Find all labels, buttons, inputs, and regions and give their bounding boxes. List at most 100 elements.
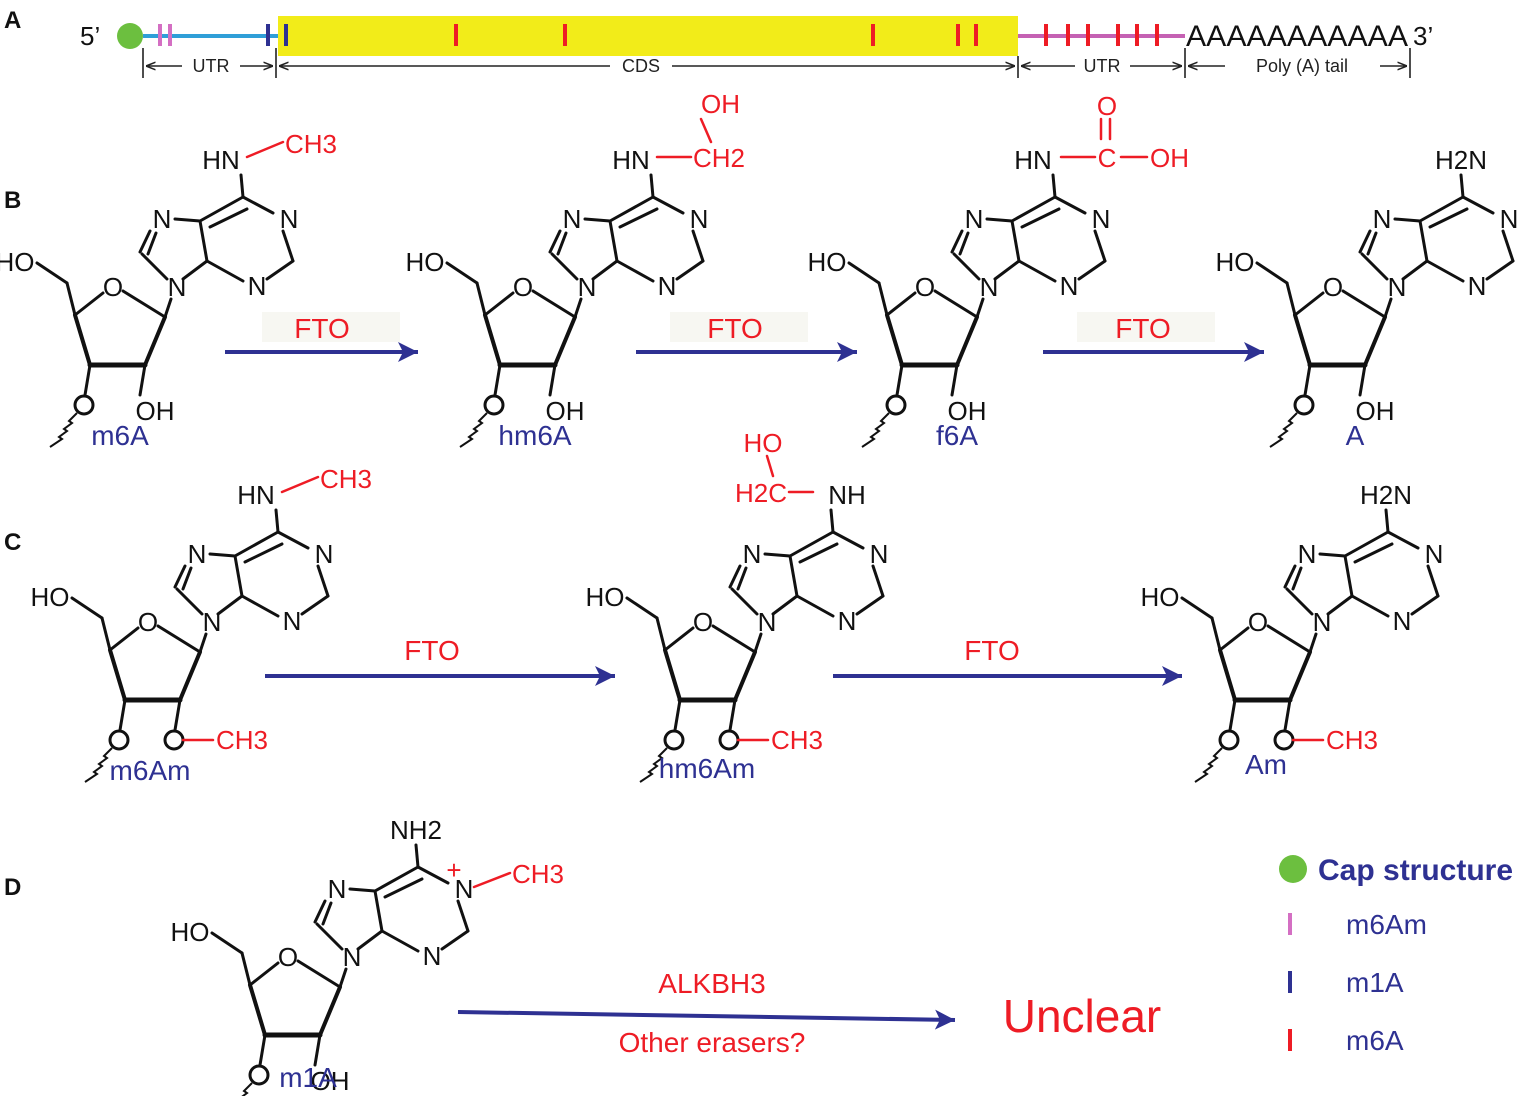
c5-hydroxyl: HO (1141, 582, 1180, 612)
n1-atom: N (315, 539, 334, 569)
m6a-mark-7 (1066, 24, 1070, 46)
m1a-mark-2 (284, 24, 288, 46)
molecule-name: m1A (279, 1062, 337, 1093)
hydroxyl-group: HO (744, 428, 783, 458)
n6-amine: HN (202, 145, 240, 175)
n1-methyl: CH3 (512, 859, 564, 889)
n6-methyl: CH3 (320, 464, 372, 494)
legend-m6a-mark (1288, 1029, 1292, 1051)
ring-oxygen-atom: O (278, 942, 298, 972)
c5-hydroxyl: HO (406, 247, 445, 277)
outcome-unclear: Unclear (1003, 990, 1162, 1042)
ring-oxygen-atom: O (693, 607, 713, 637)
molecule-name: f6A (936, 420, 978, 451)
n9-atom: N (1313, 607, 1332, 637)
two-prime-methyl: CH3 (216, 725, 268, 755)
enzyme-label-b2: FTO (707, 313, 762, 344)
n3-atom: N (248, 271, 267, 301)
m6am-mark-1 (158, 24, 162, 46)
cap-structure-icon (117, 23, 143, 49)
three-prime-label: 3’ (1413, 21, 1433, 51)
cds-label: CDS (622, 56, 660, 76)
ring-oxygen-atom: O (1323, 272, 1343, 302)
m6am-mark-2 (168, 24, 172, 46)
n3-atom: N (658, 271, 677, 301)
n7-atom: N (563, 204, 582, 234)
enzyme-label-c1: FTO (404, 635, 459, 666)
enzyme-bg-b3 (1077, 312, 1215, 342)
n7-atom: N (328, 874, 347, 904)
n1-atom: N (870, 539, 889, 569)
carboxyl-hydroxyl: OH (1150, 143, 1189, 173)
n6-amine: NH (828, 480, 866, 510)
n1-atom: N (690, 204, 709, 234)
m6a-mark-3 (871, 24, 875, 46)
two-prime-methyl: CH3 (1326, 725, 1378, 755)
enzyme-note-d1: Other erasers? (619, 1027, 806, 1058)
c5-hydroxyl: HO (586, 582, 625, 612)
n1-atom: N (1092, 204, 1111, 234)
enzyme-label-b1: FTO (294, 313, 349, 344)
m6a-mark-5 (974, 24, 978, 46)
legend-m6am-label: m6Am (1346, 909, 1427, 940)
enzyme-bg-b1 (262, 312, 400, 342)
m6a-mark-10 (1135, 24, 1139, 46)
legend-m1a-label: m1A (1346, 967, 1404, 998)
legend-cap-label: Cap structure (1318, 854, 1513, 887)
utr5-label: UTR (193, 56, 230, 76)
enzyme-label-d1: ALKBH3 (658, 968, 765, 999)
n3-atom: N (423, 941, 442, 971)
molecule-name: Am (1245, 749, 1287, 780)
m1a-mark-1 (266, 24, 270, 46)
amino-group: NH2 (390, 815, 442, 845)
n9-atom: N (758, 607, 777, 637)
legend-cap-icon (1279, 855, 1307, 883)
c2-hydroxyl: OH (948, 396, 987, 426)
enzyme-bg-b2 (670, 312, 808, 342)
legend-m6am-mark (1288, 913, 1292, 935)
m6a-mark-6 (1044, 24, 1048, 46)
enzyme-label-b3: FTO (1115, 313, 1170, 344)
hydroxyl-group: OH (701, 89, 740, 119)
c5-hydroxyl: HO (31, 582, 70, 612)
two-prime-methyl: CH3 (771, 725, 823, 755)
m6a-mark-1 (454, 24, 458, 46)
n1-atom: N (1500, 204, 1519, 234)
ring-oxygen-atom: O (513, 272, 533, 302)
n9-atom: N (980, 272, 999, 302)
n1-atom: N (280, 204, 299, 234)
modification-marks (158, 24, 1159, 46)
transcript-diagram: 5’ AAAAAAAAAAA 3’ UTR CDS UTR Poly (A) t… (80, 16, 1433, 78)
molecule-name: m6A (91, 420, 149, 451)
n1-atom: N (455, 874, 474, 904)
c5-hydroxyl: HO (1216, 247, 1255, 277)
ring-oxygen-atom: O (138, 607, 158, 637)
n7-atom: N (1298, 539, 1317, 569)
region-dimensions (142, 48, 1411, 78)
poly-a-sequence: AAAAAAAAAAA (1186, 20, 1408, 53)
n7-atom: N (153, 204, 172, 234)
n9-atom: N (203, 607, 222, 637)
reaction-arrows (225, 342, 1264, 1030)
n3-atom: N (283, 606, 302, 636)
poly-a-tail-label: Poly (A) tail (1256, 56, 1348, 76)
panel-label-a: A (4, 7, 21, 34)
ring-oxygen-atom: O (1248, 607, 1268, 637)
n3-atom: N (1393, 606, 1412, 636)
n9-atom: N (1388, 272, 1407, 302)
c5-hydroxyl: HO (171, 917, 210, 947)
amino-group: H2N (1360, 480, 1412, 510)
arrow-d1 (457, 1009, 956, 1030)
legend-m6a-label: m6A (1346, 1025, 1404, 1056)
n6-methylene: H2C (735, 478, 787, 508)
molecule-name: m6Am (110, 755, 191, 786)
ring-oxygen-atom: O (103, 272, 123, 302)
n7-atom: N (965, 204, 984, 234)
